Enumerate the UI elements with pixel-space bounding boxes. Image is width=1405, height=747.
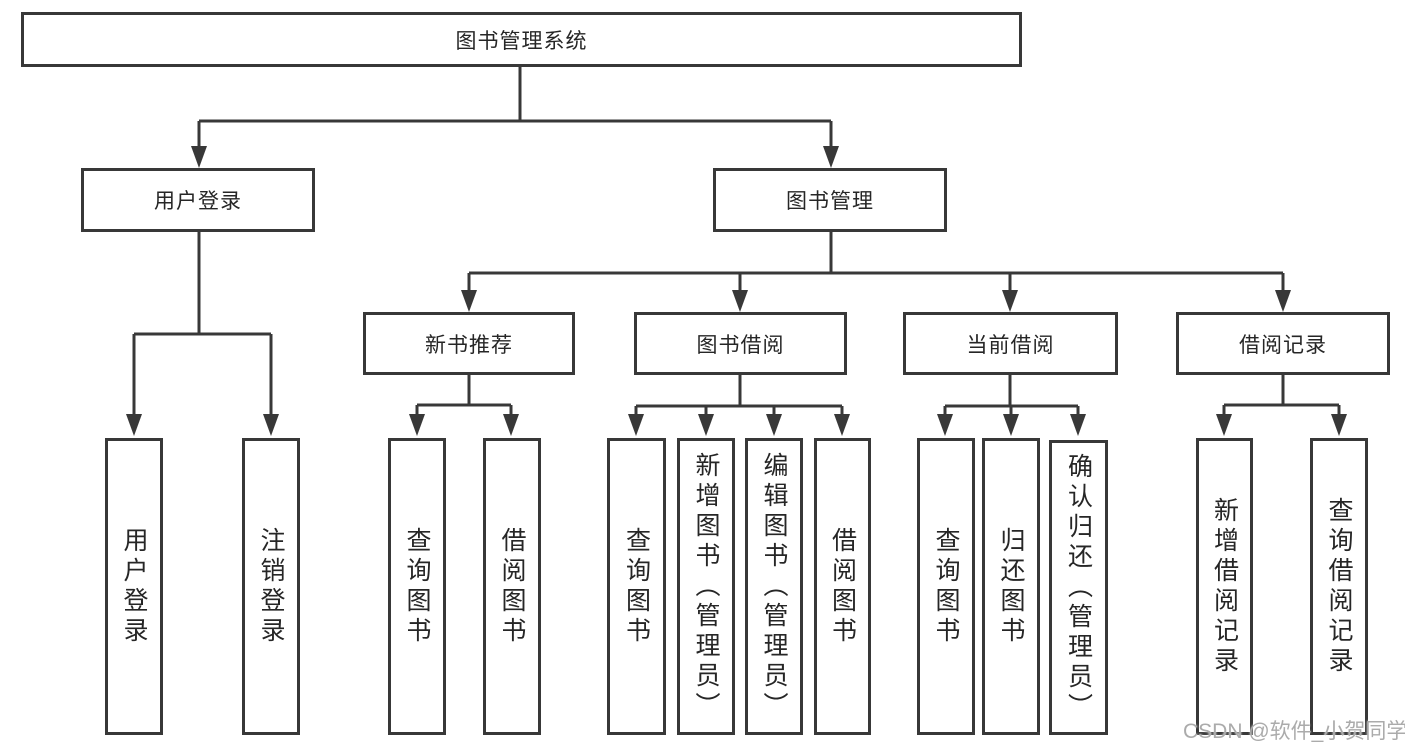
root-node-library-system: 图书管理系统 [21, 12, 1022, 67]
connector-current-borrow-branch [943, 375, 1080, 416]
connector-book-management-branch [467, 232, 1285, 292]
connector-user-login-branch [132, 232, 273, 416]
branch-book-management: 图书管理 [713, 168, 947, 232]
connector-book-borrow-branch [634, 375, 844, 416]
connector-borrow-records-branch [1222, 375, 1341, 416]
leaf-user-login: 用户登录 [105, 438, 163, 735]
section-book-borrow: 图书借阅 [634, 312, 847, 375]
leaf-logout: 注销登录 [242, 438, 300, 735]
branch-user-login: 用户登录 [81, 168, 315, 232]
leaf-borrow-books: 借阅图书 [814, 438, 871, 735]
connector-root-to-level2 [197, 67, 833, 148]
leaf-borrow-query-books: 查询图书 [607, 438, 666, 735]
connector-new-book-branch [415, 375, 513, 416]
leaf-add-books-admin: 新增图书（管理员） [677, 438, 735, 735]
leaf-confirm-return-admin: 确认归还（管理员） [1049, 440, 1108, 735]
section-borrow-records: 借阅记录 [1176, 312, 1390, 375]
leaf-current-query-books: 查询图书 [917, 438, 975, 735]
leaf-add-borrow-record: 新增借阅记录 [1196, 438, 1253, 735]
section-current-borrow: 当前借阅 [903, 312, 1118, 375]
leaf-query-borrow-record: 查询借阅记录 [1310, 438, 1368, 735]
section-new-book-recommend: 新书推荐 [363, 312, 575, 375]
arrowheads [126, 146, 1347, 436]
csdn-watermark: CSDN @软件_小贺同学 [1183, 720, 1405, 743]
leaf-recommend-borrow-books: 借阅图书 [483, 438, 541, 735]
leaf-recommend-query-books: 查询图书 [388, 438, 446, 735]
leaf-return-books: 归还图书 [982, 438, 1040, 735]
leaf-edit-books-admin: 编辑图书（管理员） [745, 438, 803, 735]
